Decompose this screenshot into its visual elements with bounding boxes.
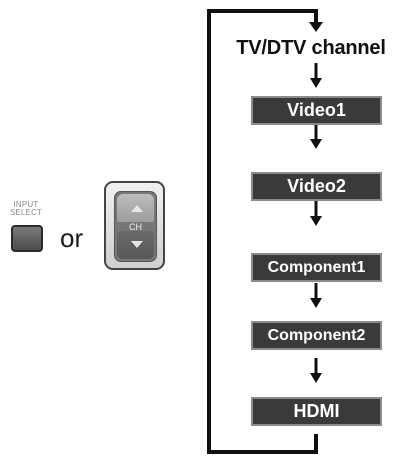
down-arrows xyxy=(310,63,322,383)
source-video2: Video2 xyxy=(251,172,382,201)
source-component2-label: Component2 xyxy=(267,327,366,344)
source-hdmi: HDMI xyxy=(251,397,382,426)
source-component2: Component2 xyxy=(251,321,382,350)
source-video1-label: Video1 xyxy=(287,100,346,120)
channel-rocker-inner: CH xyxy=(114,191,157,262)
tv-dtv-channel-heading: TV/DTV channel xyxy=(236,37,386,59)
top-arrow-icon xyxy=(309,22,323,32)
arrow-to-video1-icon xyxy=(310,78,322,88)
channel-up-button[interactable] xyxy=(117,194,154,222)
arrow-to-component1-icon xyxy=(310,216,322,226)
source-video2-label: Video2 xyxy=(287,176,346,196)
or-text: or xyxy=(60,223,84,253)
source-video1: Video1 xyxy=(251,96,382,125)
arrow-to-component2-icon xyxy=(310,298,322,308)
source-component1: Component1 xyxy=(251,253,382,282)
channel-rocker-button[interactable]: CH xyxy=(104,181,165,270)
loop-return-line xyxy=(207,9,318,454)
input-select-label-line1: INPUT xyxy=(13,200,39,209)
down-arrow-icon xyxy=(131,241,143,248)
arrow-to-hdmi-icon xyxy=(310,373,322,383)
source-hdmi-label: HDMI xyxy=(293,401,340,421)
input-select-label-line2: SELECT xyxy=(9,208,43,217)
input-select-button[interactable] xyxy=(11,225,43,252)
up-arrow-icon xyxy=(131,205,143,212)
channel-down-button[interactable] xyxy=(117,231,154,259)
arrow-to-video2-icon xyxy=(310,139,322,149)
input-select-label: INPUT SELECT xyxy=(6,201,46,217)
channel-label: CH xyxy=(129,222,142,232)
source-component1-label: Component1 xyxy=(267,259,366,276)
